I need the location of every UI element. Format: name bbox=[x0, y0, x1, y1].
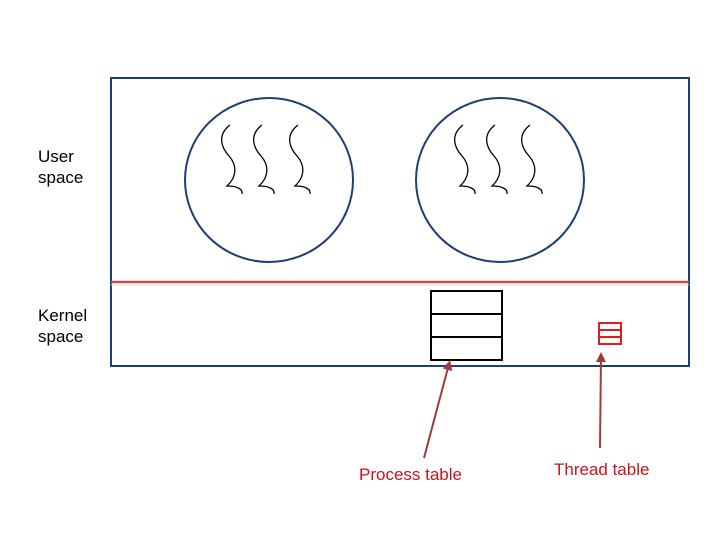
process-table-box bbox=[430, 290, 503, 361]
thread-squiggle-icon bbox=[453, 124, 476, 195]
process-table bbox=[430, 290, 503, 361]
thread-table-caption: Thread table bbox=[554, 460, 650, 479]
thread-squiggle-icon bbox=[520, 124, 543, 195]
arrow-icon bbox=[595, 352, 606, 449]
thread-squiggle-icon bbox=[252, 124, 275, 195]
arrow-icon bbox=[423, 360, 453, 459]
process-2-circle bbox=[415, 97, 585, 263]
user-space-label: User space bbox=[38, 146, 83, 188]
thread-squiggle-icon bbox=[220, 124, 243, 195]
kernel-space-label: Kernel space bbox=[38, 305, 87, 347]
user-space-label-line-1: User bbox=[38, 147, 74, 166]
process-2 bbox=[415, 97, 585, 263]
system-box bbox=[110, 77, 690, 367]
kernel-space-label-line-2: space bbox=[38, 327, 84, 346]
thread-squiggle-icon bbox=[485, 124, 508, 195]
thread-table-box bbox=[598, 322, 622, 345]
user-space-label-line-2: space bbox=[38, 168, 84, 187]
process-1-circle bbox=[184, 97, 354, 263]
process-1 bbox=[184, 97, 354, 263]
thread-squiggle-icon bbox=[288, 124, 311, 195]
kernel-space-label-line-1: Kernel bbox=[38, 306, 88, 325]
process-table-caption: Process table bbox=[359, 465, 462, 484]
thread-table bbox=[598, 322, 622, 345]
